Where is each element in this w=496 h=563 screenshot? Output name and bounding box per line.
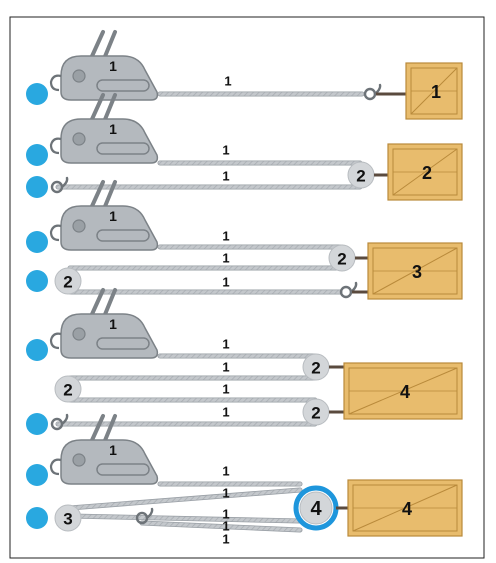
winch-icon: 1 <box>49 414 159 485</box>
rope-count-label: 1 <box>222 464 229 479</box>
winch-icon: 1 <box>49 180 159 251</box>
pulley-label: 4 <box>310 498 322 520</box>
pulley-icon <box>54 267 82 295</box>
hook-icon <box>50 176 69 194</box>
hook-tip <box>373 83 382 96</box>
row-1: 1 1 1 <box>26 30 463 120</box>
crate: 1 <box>405 62 463 120</box>
winch-label: 1 <box>109 316 117 332</box>
winch-pin <box>72 132 86 146</box>
winch-body <box>60 313 159 359</box>
anchor-point-icon <box>26 464 48 486</box>
rope-strand <box>68 514 302 523</box>
hook-eye <box>363 87 377 101</box>
anchor-point-icon <box>26 83 48 105</box>
winch-body <box>60 118 159 164</box>
rope-count-label: 1 <box>222 169 229 184</box>
winch-hook <box>49 137 62 155</box>
crate-label: 2 <box>422 163 432 183</box>
anchor-point-icon <box>26 270 48 292</box>
pulley-label: 3 <box>63 510 72 529</box>
winch-pin <box>72 453 86 467</box>
row-3: 1 2 2 3 1 1 1 <box>26 180 463 300</box>
winch-hook <box>49 458 62 476</box>
pulley-label: 2 <box>311 359 320 378</box>
rope-count-label: 1 <box>222 360 229 375</box>
anchor-point-icon <box>26 339 48 361</box>
winch-hook <box>49 332 62 350</box>
pulley-label: 2 <box>311 404 320 423</box>
rope-count-label: 1 <box>222 143 229 158</box>
pulley-label: 2 <box>356 167 365 186</box>
anchor-point-icon <box>26 413 48 435</box>
hook-icon <box>363 83 382 101</box>
pulley-label: 2 <box>63 381 72 400</box>
rope-strand <box>68 488 302 510</box>
winch-label: 1 <box>109 58 117 74</box>
rope-count-label: 1 <box>222 519 229 534</box>
winch-label: 1 <box>109 208 117 224</box>
pulley-icon <box>54 375 82 403</box>
winch-label: 1 <box>109 442 117 458</box>
rope-count-label: 1 <box>222 486 229 501</box>
rope-count-label: 1 <box>224 74 231 89</box>
pulley-icon <box>54 504 82 532</box>
crate-label: 4 <box>402 499 412 519</box>
winch-pin <box>72 219 86 233</box>
hook-icon <box>339 281 358 299</box>
hook-icon <box>50 413 69 431</box>
winch-pin <box>72 69 86 83</box>
pulley-label: 2 <box>63 273 72 292</box>
winch-slot <box>96 229 150 242</box>
rope-count-label: 1 <box>222 229 229 244</box>
hook-tip <box>349 281 358 294</box>
winch-body <box>60 439 159 485</box>
rope-count-label: 1 <box>222 382 229 397</box>
rope-count-label: 1 <box>222 337 229 352</box>
hook-tip <box>60 176 69 189</box>
crate: 3 <box>367 242 463 300</box>
winch-slot <box>96 142 150 155</box>
rope-count-label: 1 <box>222 405 229 420</box>
rope-strand <box>140 521 302 532</box>
row-2: 1 2 2 1 1 <box>26 93 463 201</box>
rope-count-label: 1 <box>222 507 229 522</box>
diagram-frame <box>9 16 485 559</box>
crate-label: 3 <box>412 262 422 282</box>
anchor-point-icon <box>26 507 48 529</box>
crate: 4 <box>343 362 463 420</box>
winch-icon: 1 <box>49 30 159 101</box>
winch-pin <box>72 327 86 341</box>
row-4: 1 2 2 2 4 1 1 1 1 <box>26 288 463 435</box>
crate: 4 <box>347 479 463 537</box>
crate: 2 <box>387 143 463 201</box>
hook-tip <box>60 413 69 426</box>
rope-count-label: 1 <box>222 275 229 290</box>
anchor-point-icon <box>26 231 48 253</box>
winch-slot <box>96 337 150 350</box>
pulley-label: 2 <box>337 250 346 269</box>
winch-hook <box>49 224 62 242</box>
winch-body <box>60 55 159 101</box>
anchor-point-icon <box>26 176 48 198</box>
winch-label: 1 <box>109 121 117 137</box>
hook-icon <box>135 507 154 525</box>
crate-label: 4 <box>400 382 410 402</box>
crate-label: 1 <box>431 82 441 102</box>
winch-icon: 1 <box>49 93 159 164</box>
winch-hook <box>49 74 62 92</box>
winch-icon: 1 <box>49 288 159 359</box>
pulley-icon <box>299 491 333 525</box>
hook-tip <box>145 507 154 520</box>
rope-count-label: 1 <box>222 532 229 547</box>
rope-count-label: 1 <box>222 251 229 266</box>
winch-slot <box>96 79 150 92</box>
winch-slot <box>96 463 150 476</box>
winch-body <box>60 205 159 251</box>
anchor-point-icon <box>26 144 48 166</box>
